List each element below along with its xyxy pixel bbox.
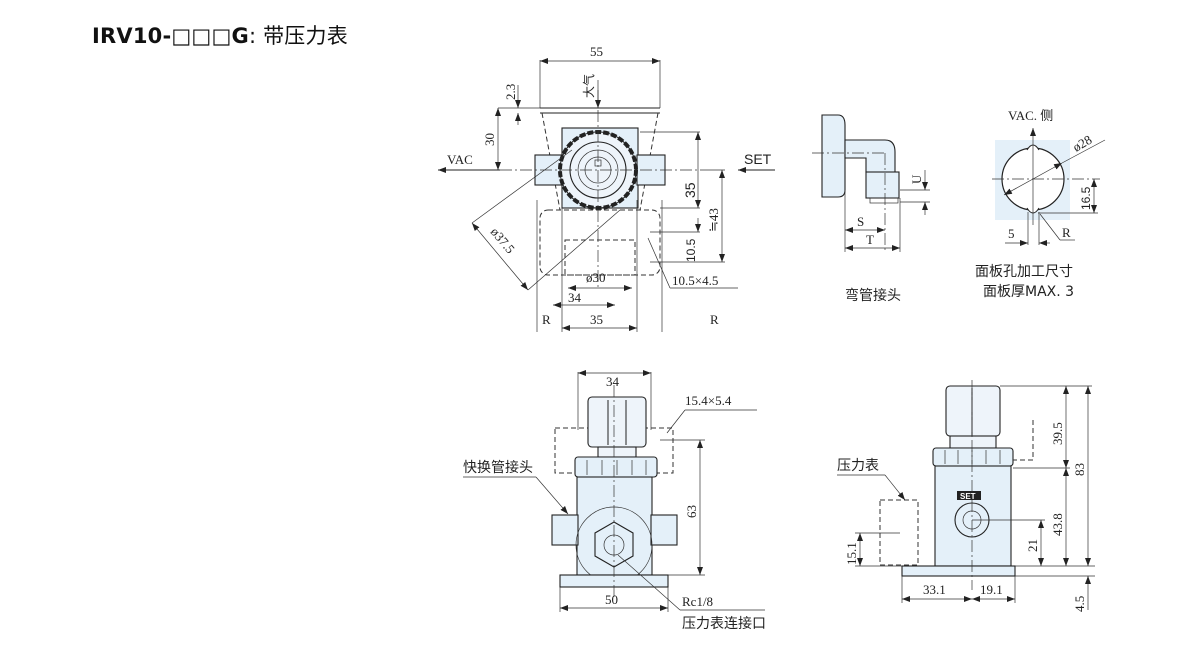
side-view: SET 压力表 39.5 83 43.8 21 4.5 15.1 33.1 19… [837,380,1095,612]
dim-43-8: 43.8 [1050,513,1065,536]
panel-caption-1: 面板孔加工尺寸 [975,264,1073,280]
slot-15-4x5-4: 15.4×5.4 [685,393,732,408]
radius-r: R [1062,225,1071,240]
dim-16-5: 16.5 [1079,186,1093,210]
front-dim-34: 34 [606,374,620,389]
dim-15-1: 15.1 [844,542,859,565]
port-size: Rc1/8 [682,594,713,609]
dim-39-5: 39.5 [1050,422,1065,445]
elbow-dim-u: U [909,174,924,184]
set-label: SET [744,151,772,167]
gauge-label: 压力表 [837,458,879,474]
dim-83: 83 [1072,463,1087,476]
vac-label: VAC [447,152,473,167]
dim-4-5: 4.5 [1072,596,1087,612]
drawing-title: IRV10-□□□G: 带压力表 [92,20,348,50]
dia-30: ø30 [586,270,606,285]
front-dim-50: 50 [605,592,618,607]
gauge-port-label: 压力表连接口 [682,615,766,632]
r-left-label: R [542,312,551,327]
r-right-label: R [710,312,719,327]
front-view: 34 15.4×5.4 63 快换管接头 50 Rc1/8 压力表连接口 [463,370,766,632]
dim-43-approx: ≒43 [706,208,721,232]
dim-19-1: 19.1 [980,582,1003,597]
elbow-caption: 弯管接头 [845,287,901,304]
vac-side-label: VAC. 侧 [1008,108,1053,123]
set-badge-bg [957,491,981,500]
atmosphere-label: 大气 [581,74,596,98]
top-view: 55 2.3 30 大气 VAC SET 35 ≒43 10.5 ø37.5 ø… [438,44,775,332]
panel-cutout-view: VAC. 侧 ø28 16.5 5 R 面板孔加工尺寸 面板厚MAX. 3 [975,108,1106,300]
elbow-dim-s: S [857,214,864,229]
dim-2-3: 2.3 [503,84,518,100]
panel-caption-2: 面板厚MAX. 3 [983,284,1074,300]
dim-30: 30 [482,133,497,146]
dia-37-5: ø37.5 [488,224,518,256]
dim-55: 55 [590,44,603,59]
front-dim-63: 63 [684,505,699,518]
dim-5: 5 [1008,226,1015,241]
quick-fitting-label: 快换管接头 [463,459,533,476]
title-suffix: : 带压力表 [248,24,348,48]
slot-10-5x4-5: 10.5×4.5 [672,273,718,288]
elbow-fitting-view: S T U 弯管接头 [812,114,930,304]
set-badge: SET [960,492,976,501]
dim-35-vertical: 35 [682,182,698,198]
dim-35-horizontal: 35 [590,312,603,327]
dim-10-5: 10.5 [684,238,698,262]
elbow-dim-t: T [866,232,874,247]
dim-34: 34 [568,290,582,305]
dim-21: 21 [1025,539,1040,552]
dim-33-1: 33.1 [923,582,946,597]
dia-28: ø28 [1070,132,1094,155]
model-number: IRV10-□□□G [92,24,249,48]
